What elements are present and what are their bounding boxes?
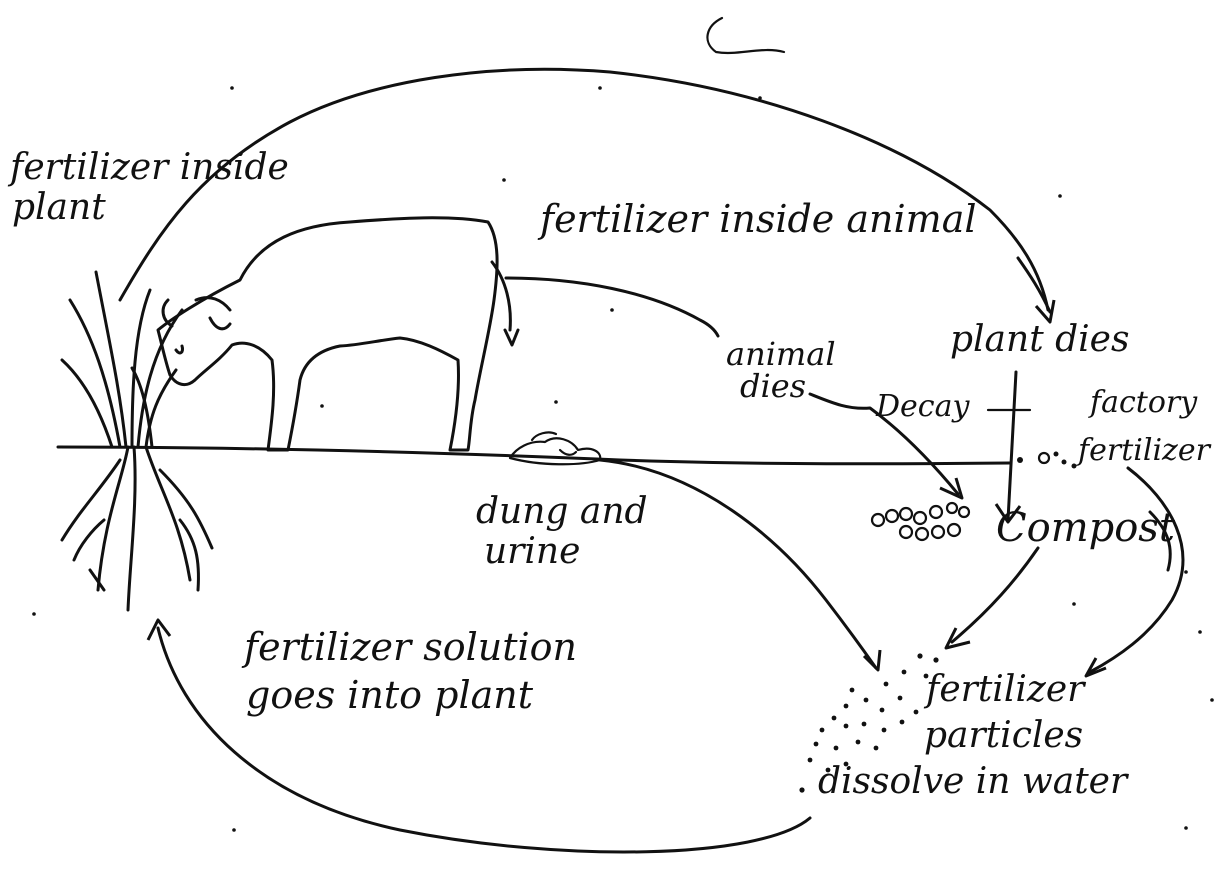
label-factory-fertilizer-line2: fertilizer <box>1078 436 1210 466</box>
compost-pile <box>872 503 969 540</box>
ground-line <box>58 447 1010 464</box>
label-fertilizer-inside-animal: fertilizer inside animal <box>540 200 977 238</box>
label-animal-dies-line2: dies <box>740 370 806 402</box>
label-fertilizer-inside-plant-line2: plant <box>12 190 106 226</box>
arrow-cow-to-animal-dies <box>506 278 718 336</box>
label-fertilizer-particles-line1: fertilizer <box>926 672 1084 708</box>
arrow-plant-to-animal <box>120 69 1048 310</box>
label-dung-and-urine-line2: urine <box>484 534 580 570</box>
cow <box>158 218 518 450</box>
label-compost: Compost <box>996 508 1175 548</box>
label-fertilizer-solution-line1: fertilizer solution <box>244 628 577 666</box>
factory-fertilizer-dots <box>1017 452 1077 469</box>
label-fertilizer-inside-plant-line1: fertilizer inside <box>10 150 289 186</box>
arrow-compost-to-particles <box>946 548 1038 648</box>
label-factory-fertilizer-line1: factory <box>1090 388 1197 418</box>
top-squiggle <box>707 18 784 53</box>
label-fertilizer-particles-line2: particles <box>924 718 1083 754</box>
arrow-factory-to-particles <box>1086 468 1183 676</box>
label-dung-and-urine-line1: dung and <box>476 494 648 530</box>
label-decay: Decay <box>876 392 969 422</box>
label-animal-dies-line1: animal <box>726 338 836 370</box>
plant <box>62 272 212 610</box>
arrow-plant-dies-to-compost <box>988 372 1030 522</box>
label-plant-dies: plant dies <box>950 322 1129 358</box>
label-fertilizer-particles-line3: dissolve in water <box>818 764 1127 800</box>
label-fertilizer-solution-line2: goes into plant <box>246 676 533 714</box>
arrow-animal-to-plant-dies <box>1018 258 1054 322</box>
